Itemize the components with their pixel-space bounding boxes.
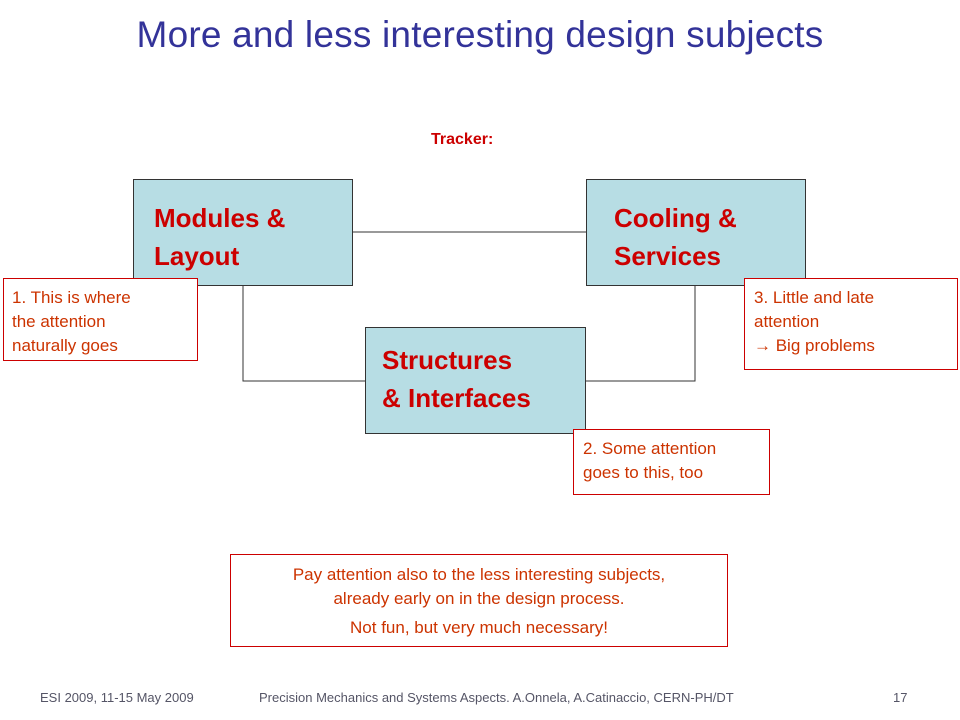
- modules-layout-line-1: Modules &: [154, 203, 286, 233]
- note2-line-1: 2. Some attention: [583, 439, 717, 458]
- structures-interfaces-line-2: & Interfaces: [382, 382, 531, 413]
- callout-line-3: Not fun, but very much necessary!: [350, 618, 608, 638]
- connector-modules-structures: [242, 286, 365, 382]
- footer-page-number: 17: [893, 690, 908, 705]
- cooling-services-line-2: Services: [614, 240, 721, 271]
- callout-line-1: Pay attention also to the less interesti…: [292, 565, 666, 584]
- slide-title: More and less interesting design subject…: [136, 14, 824, 55]
- note-little-late-attention: 3. Little and late attention → Big probl…: [744, 278, 958, 370]
- note1-line-3: naturally goes: [12, 336, 118, 356]
- modules-layout-line-2: Layout: [154, 240, 240, 271]
- callout-line-2: already early on in the design process.: [333, 589, 625, 609]
- cooling-services-line-1: Cooling &: [614, 203, 737, 233]
- note3-line-1: 3. Little and late: [754, 288, 875, 307]
- structures-interfaces-box: Structures & Interfaces: [365, 327, 586, 434]
- connector-cooling-structures: [586, 286, 696, 382]
- note3-line-3: → Big problems: [754, 336, 875, 356]
- footer-course-authors: Precision Mechanics and Systems Aspects.…: [259, 690, 734, 705]
- tracker-label: Tracker:: [431, 131, 494, 148]
- modules-layout-box: Modules & Layout: [133, 179, 353, 286]
- note-some-attention: 2. Some attention goes to this, too: [573, 429, 770, 495]
- note3-line-2: attention: [754, 312, 820, 332]
- note1-line-2: the attention: [12, 312, 106, 332]
- cooling-services-box: Cooling & Services: [586, 179, 806, 286]
- note2-line-2: goes to this, too: [583, 463, 704, 483]
- note1-line-1: 1. This is where: [12, 288, 131, 307]
- structures-interfaces-line-1: Structures: [382, 345, 513, 375]
- footer-event: ESI 2009, 11-15 May 2009: [40, 690, 194, 705]
- note-attention-naturally: 1. This is where the attention naturally…: [3, 278, 198, 361]
- pay-attention-callout: Pay attention also to the less interesti…: [230, 554, 728, 647]
